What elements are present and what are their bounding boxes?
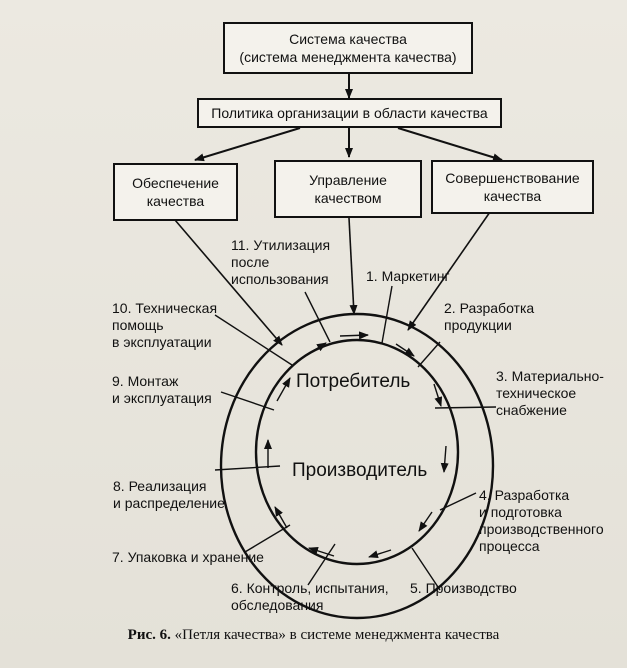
pointer-2	[417, 341, 441, 368]
caption-text: «Петля качества» в системе менеджмента к…	[174, 627, 500, 643]
quality-assurance-box: Обеспечение качества	[113, 163, 238, 221]
quality-system-box: Система качества (система менеджмента ка…	[223, 22, 473, 74]
pointer-9	[220, 391, 275, 411]
quality-management-box: Управление качеством	[274, 160, 422, 218]
stage-label-11: 11. Утилизация после использования	[231, 237, 331, 287]
pointer-11	[304, 291, 331, 343]
pointer-6	[307, 543, 336, 586]
pointer-4	[439, 492, 477, 511]
quality-policy-box: Политика организации в области качества	[197, 98, 502, 128]
arrow-policy-improvement	[397, 127, 503, 162]
inner-ring	[254, 338, 460, 566]
stage-label-4: 4. Разработка и подготовка производствен…	[479, 487, 604, 554]
arrow-policy-assurance	[194, 127, 301, 162]
line-improvement-ring	[407, 211, 491, 331]
pointer-5	[411, 547, 441, 591]
pointer-1	[381, 285, 393, 344]
outer-ring	[219, 312, 495, 620]
flow-arrow-4	[440, 445, 449, 473]
stage-label-1: 1. Маркетинг	[366, 268, 450, 284]
producer-label: Производитель	[292, 460, 428, 481]
pointer-8	[214, 465, 281, 471]
line-management-ring	[348, 217, 358, 315]
stage-label-10: 10. Техническая помощь в эксплуатации	[112, 300, 218, 350]
pointer-7	[244, 524, 291, 553]
stage-label-2: 2. Разработка продукции	[444, 300, 535, 333]
flow-arrow-8	[274, 506, 288, 529]
pointer-10	[214, 314, 293, 366]
flow-arrow-1	[339, 331, 369, 340]
consumer-label: Потребитель	[296, 371, 411, 392]
figure-caption: Рис. 6. «Петля качества» в системе менед…	[0, 625, 627, 645]
flow-arrow-3	[433, 383, 443, 407]
stage-label-9: 9. Монтаж и эксплуатация	[112, 373, 212, 406]
flow-arrow-11	[304, 342, 327, 357]
pointer-3	[434, 406, 497, 409]
flow-arrow-6	[368, 549, 392, 559]
flow-arrow-5	[418, 511, 433, 532]
flow-arrow-2	[395, 343, 415, 357]
line-assurance-ring	[174, 219, 283, 346]
quality-improvement-box: Совершенствование качества	[431, 160, 594, 214]
stage-label-6: 6. Контроль, испытания, обследования	[231, 580, 389, 613]
flow-arrow-10	[276, 377, 291, 402]
stage-label-3: 3. Материально- техническое снабжение	[496, 368, 604, 418]
stage-label-5: 5. Производство	[410, 580, 517, 596]
caption-prefix: Рис. 6.	[127, 627, 171, 643]
stage-label-7: 7. Упаковка и хранение	[112, 549, 264, 565]
stage-label-8: 8. Реализация и распределение	[113, 478, 225, 511]
flow-arrow-7	[308, 546, 335, 557]
